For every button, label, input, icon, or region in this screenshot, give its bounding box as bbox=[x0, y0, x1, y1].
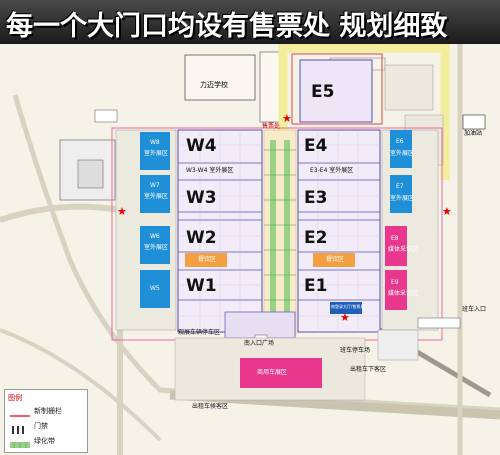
e8-label: E8 bbox=[391, 235, 399, 242]
hall-w4: W4 bbox=[186, 136, 217, 156]
fence-line-icon bbox=[10, 415, 30, 417]
e6-label: E6 bbox=[396, 138, 404, 145]
pickup-label: 出租车候客区 bbox=[192, 403, 229, 410]
gate-icon bbox=[12, 426, 24, 434]
school-label: 力迈学校 bbox=[200, 81, 228, 89]
hall-e3: E3 bbox=[304, 188, 328, 208]
bus-entrance-label: 班车入口 bbox=[462, 306, 487, 313]
legend-title: 图例 bbox=[8, 394, 22, 402]
hall-w2: W2 bbox=[186, 228, 217, 248]
w7-label: W7 bbox=[150, 182, 160, 189]
e7-label: E7 bbox=[396, 183, 404, 190]
hall-e1: E1 bbox=[304, 276, 328, 296]
e8-sub: 媒体采访区 bbox=[388, 246, 419, 253]
food-area-east: 餐饮区 bbox=[326, 256, 345, 263]
legend-gate: 门禁 bbox=[10, 420, 86, 434]
hall-e2: E2 bbox=[304, 228, 328, 248]
bus-zone-label: 班车停车场 bbox=[340, 347, 371, 354]
star-icon: ★ bbox=[340, 311, 350, 324]
e9-sub: 媒体采访区 bbox=[388, 290, 419, 297]
hall-w3: W3 bbox=[186, 188, 217, 208]
green-belt-icon bbox=[10, 442, 30, 448]
star-icon: ★ bbox=[442, 205, 452, 218]
outdoor-w3w4: W3-W4 室外展区 bbox=[186, 167, 234, 174]
e9-label: E9 bbox=[391, 279, 399, 286]
w8-sub: 室外展区 bbox=[144, 150, 169, 157]
star-icon: ★ bbox=[117, 205, 127, 218]
star-icon: ★ bbox=[282, 112, 292, 125]
title-banner: 每一个大门口均设有售票处 规划细致 bbox=[0, 0, 500, 44]
e6-sub: 室外展区 bbox=[390, 150, 415, 157]
legend-green: 绿化带 bbox=[10, 435, 86, 448]
w7-sub: 室外展区 bbox=[144, 193, 169, 200]
map-legend: 图例 新制栅栏 门禁 绿化带 bbox=[4, 389, 88, 453]
hall-e4: E4 bbox=[304, 136, 328, 156]
w5-label: W5 bbox=[150, 285, 160, 292]
e7-sub: 室外展区 bbox=[390, 195, 415, 202]
w6-sub: 室外展区 bbox=[144, 244, 169, 251]
w6-label: W6 bbox=[150, 233, 160, 240]
gas-station-label: 加油站 bbox=[464, 130, 483, 137]
w8-label: W8 bbox=[150, 139, 160, 146]
south-entrance-label: 南入口广场 bbox=[244, 340, 275, 347]
ticket-office-label: 售票处 bbox=[262, 123, 281, 130]
food-area-west: 餐饮区 bbox=[198, 256, 217, 263]
hall-e5: E5 bbox=[311, 82, 335, 102]
hall-w1: W1 bbox=[186, 276, 217, 296]
entrance-ticket-label: 南登录大厅/售票处 bbox=[331, 304, 365, 309]
page-title: 每一个大门口均设有售票处 规划细致 bbox=[6, 11, 448, 42]
commercial-hall-label: 商用车展区 bbox=[257, 369, 288, 376]
dropoff-label: 出租车下客区 bbox=[350, 366, 387, 373]
parking-label: 观展车辆停车区 bbox=[178, 329, 221, 336]
outdoor-e3e4: E3-E4 室外展区 bbox=[310, 167, 354, 174]
legend-fence: 新制栅栏 bbox=[10, 405, 86, 417]
